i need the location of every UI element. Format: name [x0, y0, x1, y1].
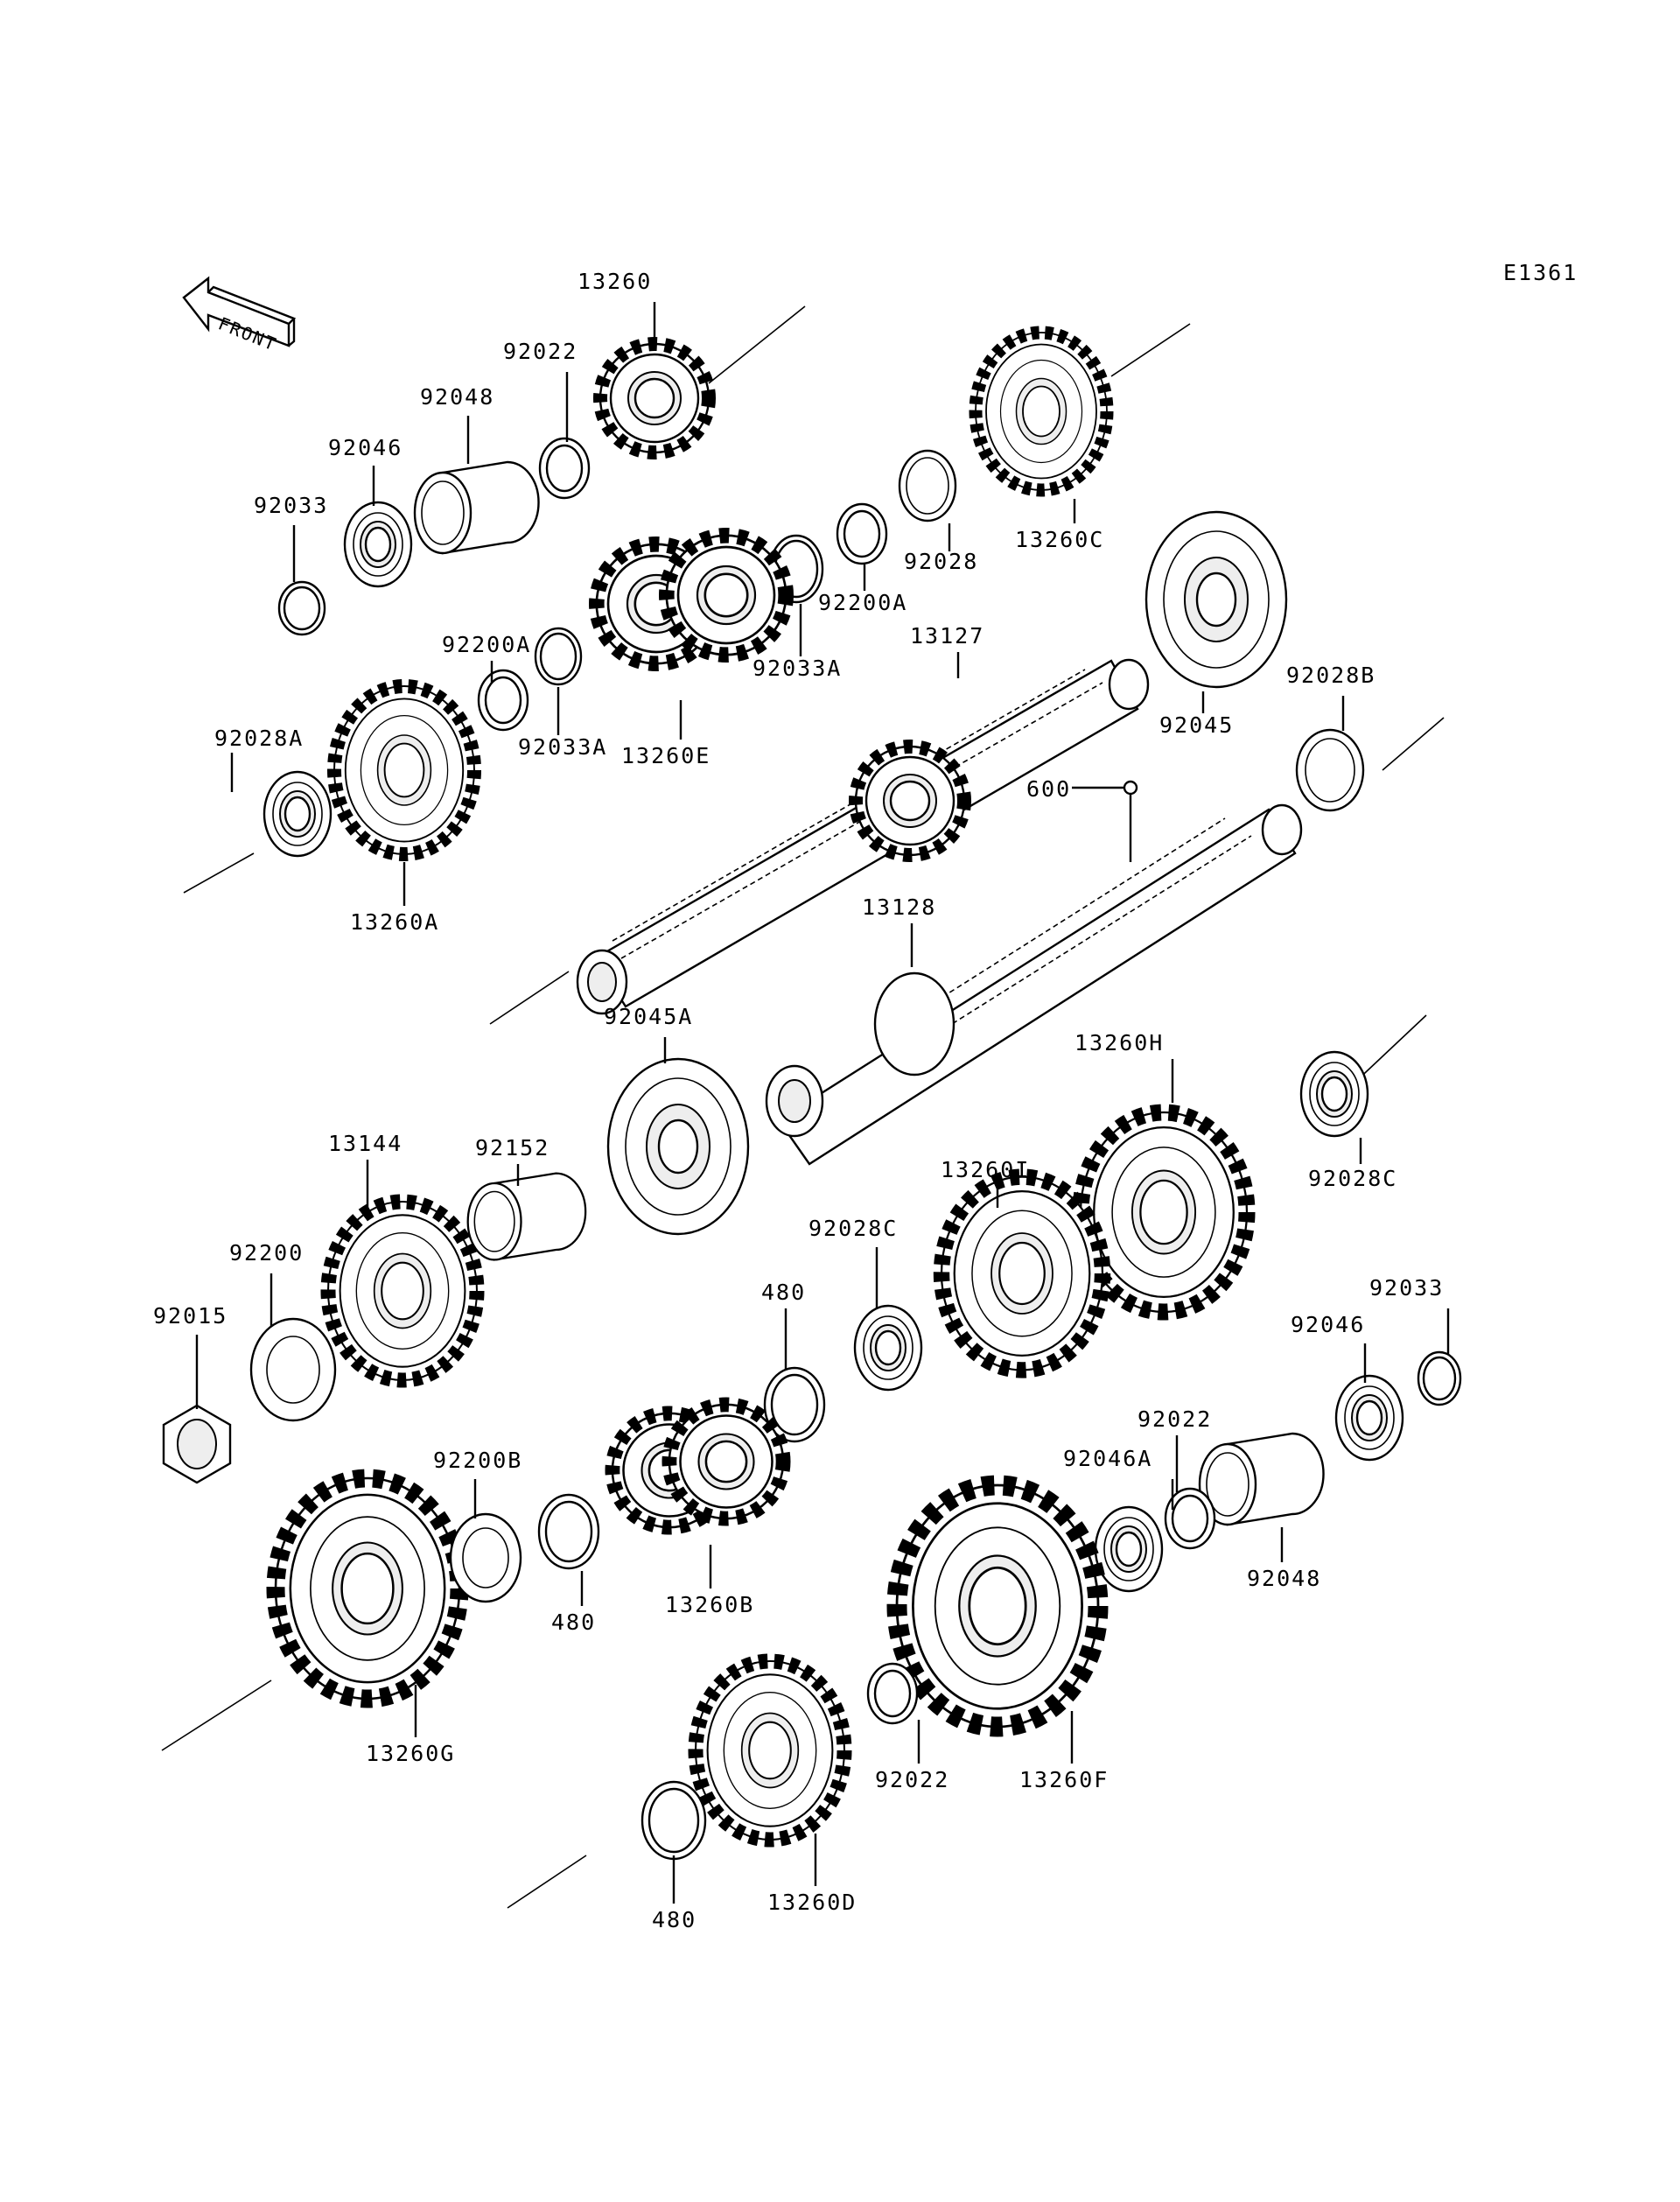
collar-92152	[466, 1172, 587, 1261]
label-13260E: 13260E	[621, 743, 710, 768]
label-13144: 13144	[328, 1131, 402, 1156]
label-480-b: 480	[551, 1609, 596, 1635]
collar-92028B	[1295, 728, 1365, 812]
bearing-92028C-mid	[853, 1304, 923, 1392]
label-92200: 92200	[229, 1240, 304, 1266]
circlip-480-b	[537, 1493, 600, 1570]
label-13260C: 13260C	[1015, 527, 1104, 552]
label-92046-bot: 92046	[1291, 1312, 1365, 1337]
label-92022-bot: 92022	[1138, 1406, 1212, 1432]
label-92200B: 92200B	[433, 1448, 522, 1473]
gear-13260C	[976, 333, 1107, 490]
circlip-92033A-low	[534, 627, 583, 686]
gear-13260F	[897, 1485, 1098, 1727]
label-600: 600	[1026, 776, 1071, 802]
label-92200A-right: 92200A	[818, 590, 907, 615]
label-92028A: 92028A	[214, 726, 304, 751]
circlip-92033-bot	[1417, 1350, 1462, 1406]
ring-92022-top	[538, 437, 591, 500]
gear-13260G	[276, 1478, 459, 1699]
nut-92015	[162, 1404, 232, 1484]
label-92028B: 92028B	[1286, 663, 1376, 688]
label-13128: 13128	[862, 894, 936, 920]
label-13260H: 13260H	[1074, 1030, 1164, 1055]
diagram-code: E1361	[1503, 260, 1578, 285]
label-13260F: 13260F	[1019, 1767, 1109, 1792]
label-92022-top: 92022	[503, 339, 578, 364]
label-92033A-low: 92033A	[518, 734, 607, 760]
ring-92022-low	[866, 1662, 919, 1725]
label-92046-top: 92046	[328, 435, 402, 460]
gear-13260I	[942, 1177, 1102, 1371]
bearing-92046-top	[343, 501, 413, 588]
bearing-92045A	[606, 1057, 750, 1236]
label-13260I: 13260I	[941, 1157, 1030, 1182]
main-shaft-13127	[489, 658, 1150, 1025]
collar-92048-top	[413, 460, 540, 555]
label-92048-top: 92048	[420, 384, 494, 410]
gear-13260	[600, 344, 709, 452]
label-480-a: 480	[761, 1280, 806, 1305]
bearing-92046-bot	[1334, 1374, 1404, 1462]
label-480-c: 480	[652, 1907, 696, 1932]
gear-13260B	[612, 1405, 783, 1527]
bearing-92045	[1144, 510, 1288, 689]
washer-92200	[249, 1317, 337, 1422]
circlip-480-a	[763, 1366, 826, 1443]
label-92022-low: 92022	[875, 1767, 949, 1792]
collar-92028	[898, 449, 957, 522]
washer-92200B	[449, 1512, 522, 1603]
label-92015: 92015	[153, 1303, 228, 1329]
label-92048-bot: 92048	[1247, 1566, 1321, 1591]
collar-92048-bot	[1198, 1432, 1325, 1526]
washer-92200A-left	[477, 669, 529, 732]
circlip-92033-top	[277, 580, 326, 636]
label-92028C-right: 92028C	[1308, 1166, 1397, 1191]
label-92045: 92045	[1159, 712, 1234, 738]
label-92033-bot: 92033	[1369, 1275, 1444, 1301]
label-13260G: 13260G	[366, 1741, 455, 1766]
label-92033-top: 92033	[254, 493, 328, 518]
label-13260A: 13260A	[350, 909, 439, 935]
leader-lines	[195, 302, 1450, 1904]
gear-13260D	[696, 1661, 844, 1840]
label-13127: 13127	[910, 623, 984, 649]
label-92028: 92028	[904, 549, 978, 574]
front-arrow-icon: FRONT	[182, 276, 297, 355]
circlip-480-c	[640, 1780, 707, 1861]
washer-92200A-right	[836, 502, 888, 565]
bearing-92046A	[1094, 1505, 1164, 1593]
gear-13260A	[334, 686, 474, 854]
label-92033A-mid: 92033A	[752, 656, 842, 681]
label-13260D: 13260D	[767, 1890, 857, 1915]
sprocket-13144	[328, 1202, 477, 1380]
part-labels: 13260 92022 92048 92046 92033 13260C 920…	[153, 269, 1444, 1932]
label-92028C-mid: 92028C	[808, 1216, 898, 1241]
bearing-92028A	[262, 770, 332, 858]
label-92152: 92152	[475, 1135, 550, 1161]
label-92046A: 92046A	[1063, 1446, 1152, 1471]
label-13260B: 13260B	[665, 1592, 754, 1617]
counter-shaft-13128	[765, 803, 1303, 1166]
gear-13260E	[597, 536, 786, 663]
bearing-92028C-right	[1299, 1050, 1369, 1138]
label-13260: 13260	[578, 269, 652, 294]
axis-lines	[161, 305, 1445, 1909]
label-92045A: 92045A	[604, 1004, 693, 1029]
label-92200A-left: 92200A	[442, 632, 531, 657]
